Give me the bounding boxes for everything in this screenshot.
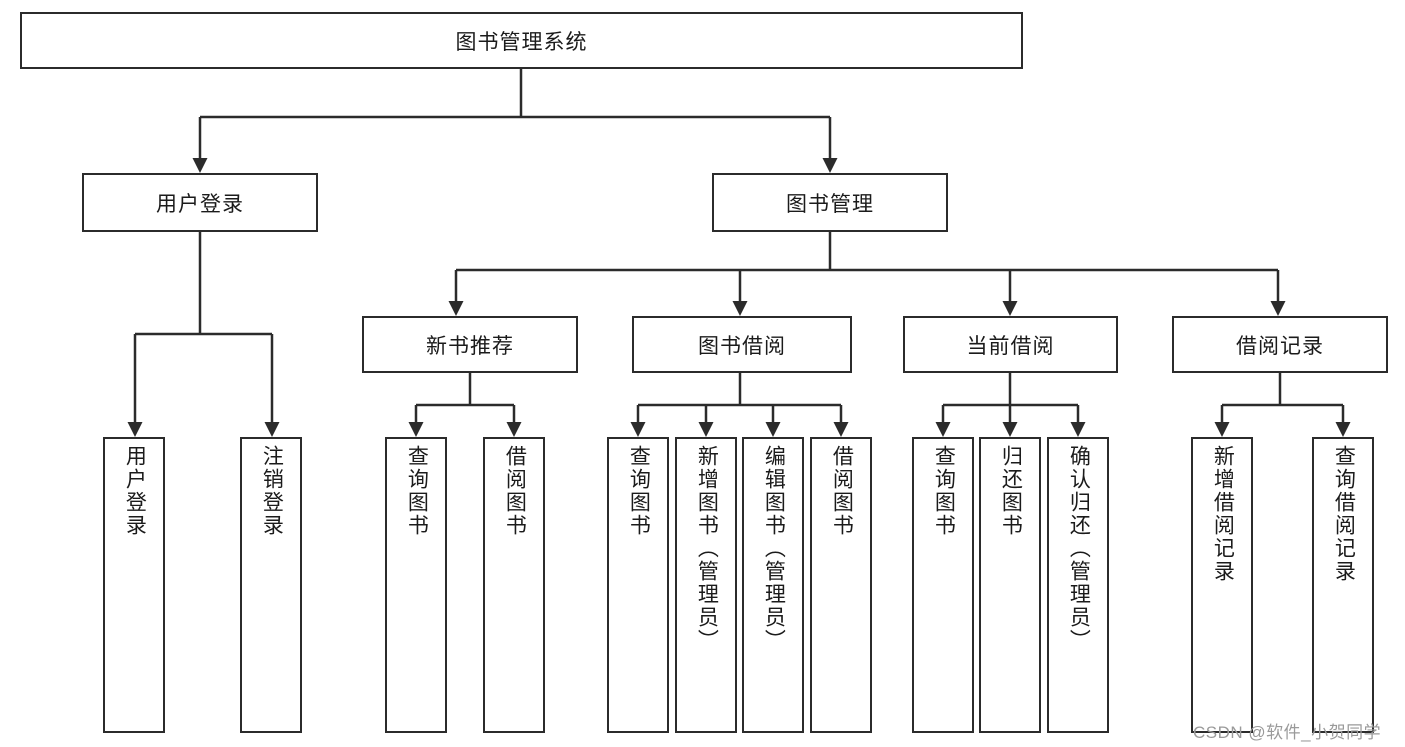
arrow-head <box>408 422 424 437</box>
root-node-box[interactable]: 图书管理系统 <box>20 12 1023 69</box>
level3-node-label: 新书推荐 <box>426 334 514 358</box>
arrow-head <box>264 422 280 437</box>
leaf-node-box[interactable]: 查询借阅记录 <box>1312 437 1374 733</box>
watermark-label: CSDN @软件_小贺同学 <box>1193 723 1382 742</box>
leaf-node-box[interactable]: 查询图书 <box>607 437 669 733</box>
arrow-head <box>448 301 464 316</box>
arrow-head <box>1002 301 1018 316</box>
arrow-head <box>698 422 714 437</box>
arrow-head <box>732 301 748 316</box>
leaf-node-label: 查询图书 <box>627 445 651 537</box>
leaf-node-box[interactable]: 归还图书 <box>979 437 1041 733</box>
leaf-node-box[interactable]: 查询图书 <box>385 437 447 733</box>
leaf-node-box[interactable]: 新增借阅记录 <box>1191 437 1253 733</box>
arrow-head <box>833 422 849 437</box>
leaf-node-label: 新增图书（管理员） <box>695 445 719 652</box>
leaf-node-label: 查询图书 <box>405 445 429 537</box>
leaf-node-box[interactable]: 确认归还（管理员） <box>1047 437 1109 733</box>
leaf-node-label: 查询借阅记录 <box>1332 445 1356 583</box>
level2-node-box[interactable]: 用户登录 <box>82 173 318 232</box>
leaf-node-box[interactable]: 查询图书 <box>912 437 974 733</box>
level3-node-box[interactable]: 借阅记录 <box>1172 316 1388 373</box>
arrow-head <box>630 422 646 437</box>
level2-node-label: 用户登录 <box>156 192 244 216</box>
leaf-node-label: 新增借阅记录 <box>1211 445 1235 583</box>
leaf-node-label: 确认归还（管理员） <box>1067 445 1091 652</box>
level3-node-label: 借阅记录 <box>1236 334 1324 358</box>
leaf-node-box[interactable]: 用户登录 <box>103 437 165 733</box>
arrow-head <box>822 158 838 173</box>
leaf-node-label: 用户登录 <box>123 445 147 537</box>
leaf-node-box[interactable]: 编辑图书（管理员） <box>742 437 804 733</box>
arrow-head <box>765 422 781 437</box>
leaf-node-box[interactable]: 借阅图书 <box>483 437 545 733</box>
arrow-head <box>935 422 951 437</box>
level3-node-label: 图书借阅 <box>698 334 786 358</box>
arrow-head <box>1214 422 1230 437</box>
leaf-node-box[interactable]: 新增图书（管理员） <box>675 437 737 733</box>
arrow-head <box>506 422 522 437</box>
level3-node-label: 当前借阅 <box>966 334 1055 358</box>
arrow-head <box>1002 422 1018 437</box>
leaf-node-label: 注销登录 <box>260 445 284 537</box>
leaf-node-label: 归还图书 <box>999 445 1023 537</box>
root-node-label: 图书管理系统 <box>455 30 588 54</box>
leaf-node-label: 编辑图书（管理员） <box>762 445 786 652</box>
leaf-node-label: 借阅图书 <box>503 445 527 537</box>
arrow-head <box>1270 301 1286 316</box>
level3-node-box[interactable]: 图书借阅 <box>632 316 852 373</box>
level3-node-box[interactable]: 新书推荐 <box>362 316 578 373</box>
leaf-node-label: 查询图书 <box>932 445 956 537</box>
level2-node-label: 图书管理 <box>786 192 874 216</box>
arrow-head <box>192 158 208 173</box>
leaf-node-label: 借阅图书 <box>830 445 854 537</box>
arrow-head <box>127 422 143 437</box>
leaf-node-box[interactable]: 注销登录 <box>240 437 302 733</box>
arrow-head <box>1335 422 1351 437</box>
level2-node-box[interactable]: 图书管理 <box>712 173 948 232</box>
level3-node-box[interactable]: 当前借阅 <box>903 316 1118 373</box>
leaf-node-box[interactable]: 借阅图书 <box>810 437 872 733</box>
arrow-head <box>1070 422 1086 437</box>
